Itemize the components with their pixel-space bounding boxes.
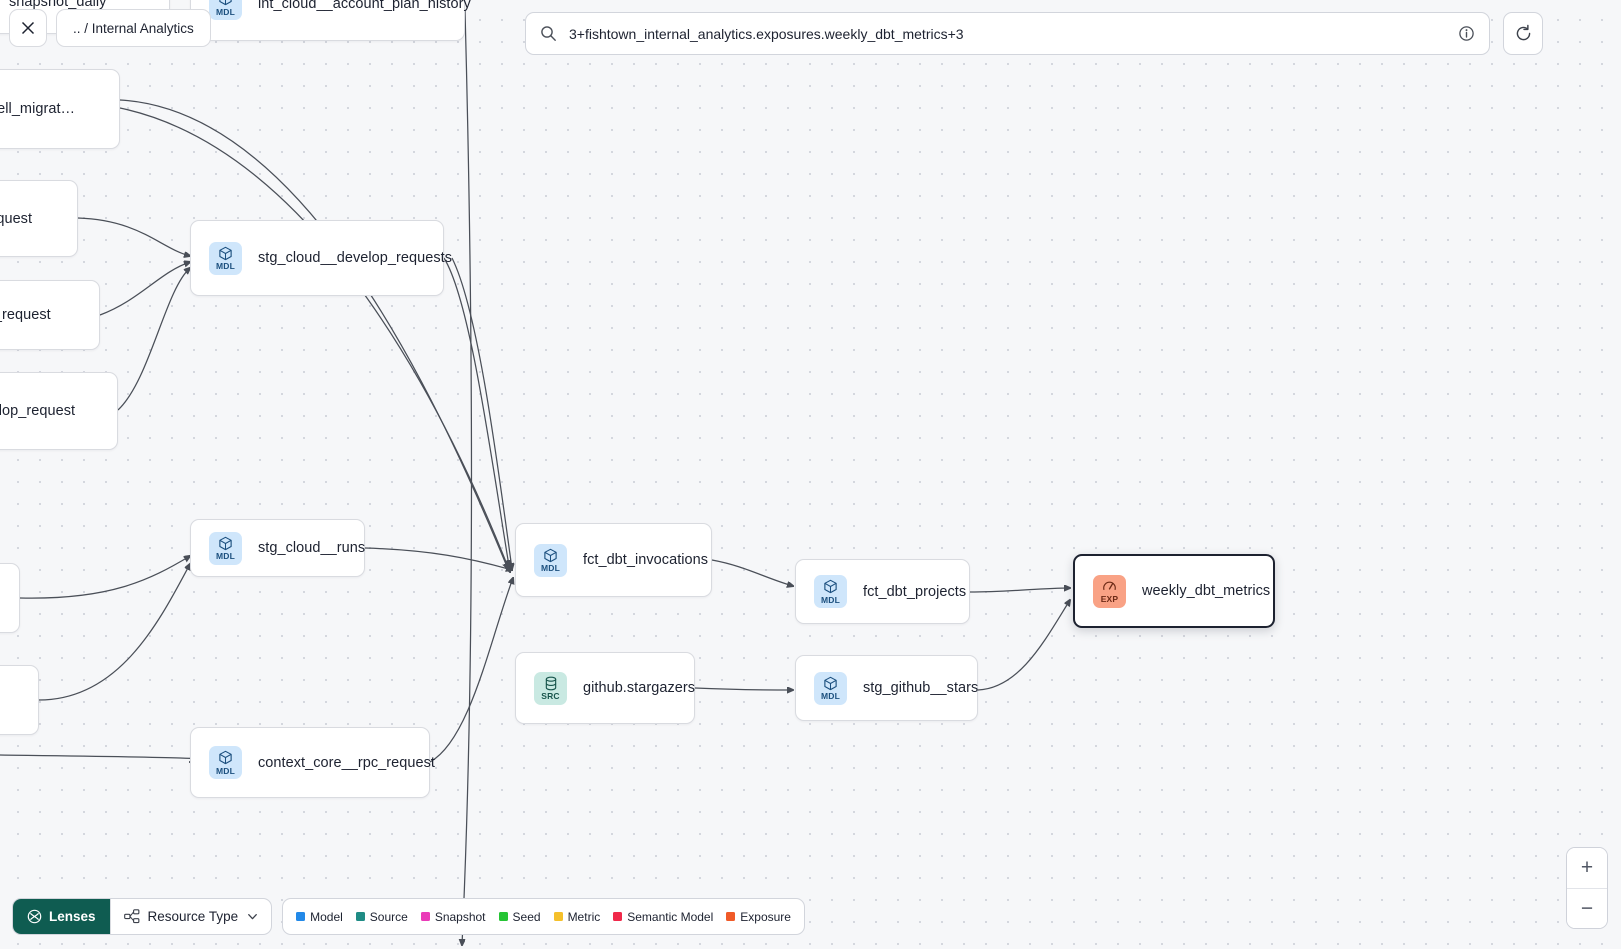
legend-label: Semantic Model	[627, 909, 714, 924]
graph-node-left_run[interactable]: _run	[0, 665, 39, 735]
graph-node-github.stargazers[interactable]: SRC github.stargazers	[515, 652, 695, 724]
legend-swatch	[553, 912, 563, 921]
legend-label: Source	[369, 909, 408, 924]
search-icon	[541, 26, 556, 41]
resource-type-dropdown[interactable]: Resource Type	[109, 899, 272, 934]
bottom-toolbar: Lenses Resource Type Model Source Snapshot…	[12, 898, 805, 935]
lens-icon	[27, 909, 42, 924]
legend-label: Model	[310, 909, 343, 924]
graph-node-multicell_migrat[interactable]: multicell_migrat…	[0, 69, 120, 149]
graph-node-label: op_request	[0, 210, 33, 227]
graph-node-context_core__rpc_request[interactable]: MDL context_core__rpc_request	[190, 727, 435, 798]
graph-node-label: stg_github__stars	[863, 680, 979, 696]
legend-swatch	[420, 912, 430, 921]
legend-label: Exposure	[740, 909, 791, 924]
mdl-badge: MDL	[534, 543, 567, 577]
graph-node-op_request[interactable]: op_request	[0, 180, 78, 257]
mdl-badge: MDL	[209, 241, 242, 275]
legend-item-exposure[interactable]: Exposure	[726, 910, 791, 924]
graph-node-label: weekly_dbt_metrics	[1142, 583, 1271, 599]
resource-type-legend: Model Source Snapshot Seed Metric Semantic Mo…	[282, 898, 805, 935]
mdl-badge: MDL	[209, 746, 242, 779]
graph-node-label: stg_cloud__runs	[258, 540, 366, 556]
graph-node-weekly_dbt_metrics[interactable]: EXP weekly_dbt_metrics	[1073, 554, 1275, 628]
graph-node-label: stg_cloud__develop_requests	[258, 250, 453, 266]
exp-badge: EXP	[1093, 574, 1126, 608]
lenses-segment: Lenses Resource Type	[12, 898, 273, 935]
graph-node-int_cloud__account_plan_history[interactable]: MDL int_cloud__account_plan_history	[190, 0, 471, 41]
legend-item-semantic-model[interactable]: Semantic Model	[613, 910, 713, 924]
refresh-button[interactable]	[1503, 12, 1543, 55]
graph-node-fct_dbt_projects[interactable]: MDL fct_dbt_projects	[795, 559, 970, 624]
legend-label: Metric	[567, 909, 601, 924]
zoom-controls: + −	[1566, 847, 1608, 929]
close-icon	[21, 21, 35, 35]
lenses-button[interactable]: Lenses	[13, 899, 110, 934]
lenses-label: Lenses	[49, 909, 96, 924]
resource-type-label: Resource Type	[147, 909, 239, 924]
graph-node-fct_dbt_invocations[interactable]: MDL fct_dbt_invocations	[515, 523, 712, 597]
graph-node-label: velop_request	[0, 307, 51, 323]
mdl-badge: MDL	[814, 575, 847, 608]
info-icon[interactable]	[1458, 25, 1475, 42]
legend-swatch	[498, 912, 508, 921]
search-bar[interactable]	[525, 12, 1490, 55]
close-button[interactable]	[9, 9, 47, 47]
graph-node-velop_request[interactable]: velop_request	[0, 280, 100, 350]
legend-swatch	[613, 912, 623, 921]
graph-node-develop_request2[interactable]: _develop_request	[0, 372, 118, 450]
zoom-out-button[interactable]: −	[1567, 888, 1607, 928]
graph-node-label: fct_dbt_projects	[863, 583, 967, 600]
nodes-icon	[123, 909, 139, 924]
graph-node-stg_github__stars[interactable]: MDL stg_github__stars	[795, 655, 978, 721]
graph-node-stg_cloud__develop_requests[interactable]: MDL stg_cloud__develop_requests	[190, 220, 452, 296]
graph-node-label: github.stargazers	[583, 680, 696, 696]
graph-node-label: _develop_request	[0, 403, 76, 419]
legend-label: Snapshot	[434, 909, 486, 924]
mdl-badge: MDL	[209, 0, 242, 20]
legend-item-source[interactable]: Source	[355, 909, 408, 924]
legend-swatch	[726, 912, 736, 921]
search-input[interactable]	[569, 25, 1458, 42]
legend-item-snapshot[interactable]: Snapshot	[420, 909, 486, 924]
legend-item-metric[interactable]: Metric	[553, 909, 601, 924]
graph-node-left_n[interactable]: n	[0, 563, 20, 633]
legend-swatch	[296, 912, 306, 921]
legend-label: Seed	[512, 909, 541, 924]
graph-node-label: int_cloud__account_plan_history	[258, 0, 471, 12]
graph-node-label: snapshot_daily	[9, 0, 107, 10]
breadcrumb-label: .. / Internal Analytics	[73, 20, 194, 36]
graph-node-label: fct_dbt_invocations	[583, 552, 709, 568]
zoom-in-button[interactable]: +	[1567, 848, 1607, 888]
chevron-down-icon	[248, 913, 257, 920]
refresh-icon	[1516, 24, 1530, 41]
mdl-badge: MDL	[814, 671, 847, 705]
legend-item-model[interactable]: Model	[296, 910, 343, 924]
mdl-badge: MDL	[209, 531, 242, 565]
breadcrumb[interactable]: .. / Internal Analytics	[56, 9, 211, 47]
graph-node-label: multicell_migrat…	[0, 101, 76, 117]
graph-node-stg_cloud__runs[interactable]: MDL stg_cloud__runs	[190, 519, 365, 577]
graph-node-label: context_core__rpc_request	[258, 754, 435, 771]
legend-item-seed[interactable]: Seed	[498, 909, 541, 924]
legend-swatch	[355, 912, 365, 921]
src-badge: SRC	[534, 671, 567, 705]
